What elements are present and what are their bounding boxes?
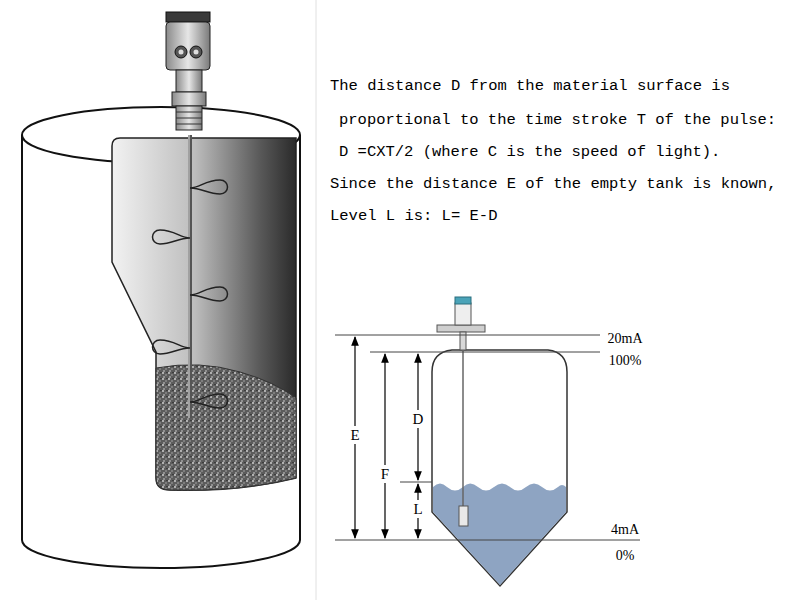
signal-label: 4mA: [611, 522, 639, 539]
dimension-label: F: [379, 465, 391, 483]
note-text: proportional to the time stroke T of the…: [339, 111, 776, 130]
signal-label: 0%: [616, 548, 635, 565]
note-text: Level L is: L= E-D: [330, 207, 497, 226]
dimension-label: L: [411, 500, 424, 518]
dimension-label: D: [411, 410, 426, 428]
note-text: D =CXT/2 (where C is the speed of light)…: [339, 143, 720, 162]
dimension-label: E: [348, 426, 361, 444]
signal-label: 100%: [609, 353, 642, 370]
note-text: Since the distance E of the empty tank i…: [330, 175, 776, 194]
signal-label: 20mA: [608, 331, 643, 348]
note-text: The distance D from the material surface…: [330, 77, 730, 96]
